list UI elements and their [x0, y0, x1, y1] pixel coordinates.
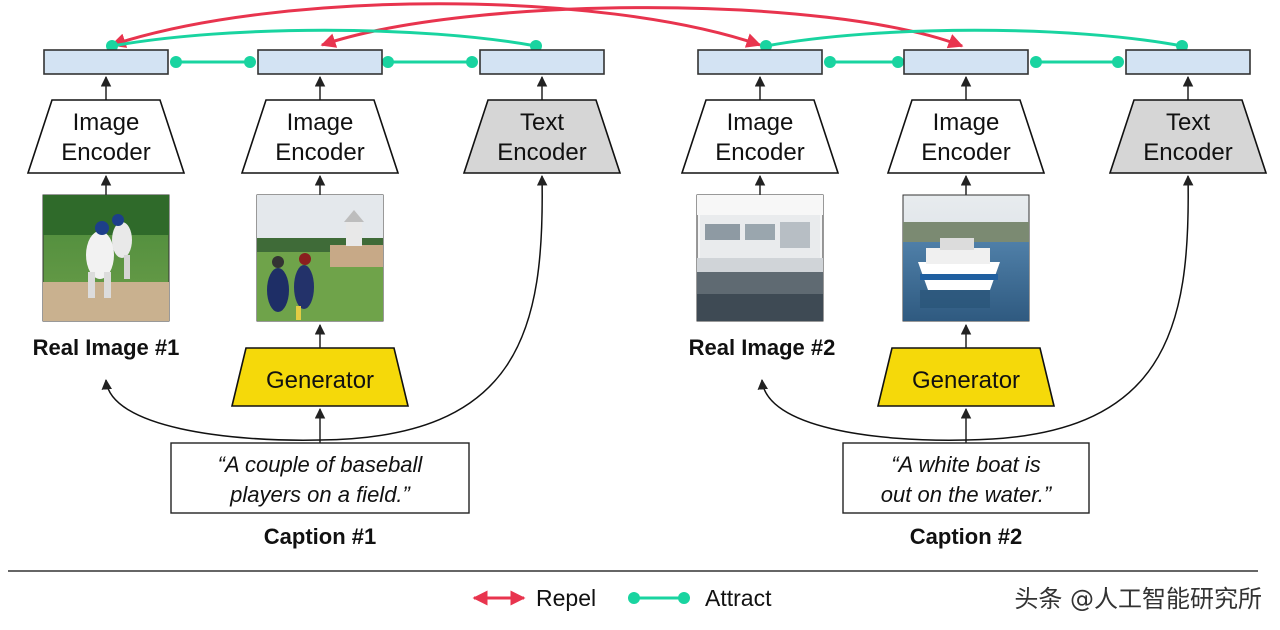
- encoder-output-arrows: [100, 75, 1194, 100]
- caption-2-box: “A white boat is out on the water.”: [842, 442, 1090, 514]
- encoder-label-line1: Text: [1166, 109, 1210, 136]
- attract-legend-icon: [628, 592, 690, 604]
- attract-arc-left: [111, 28, 537, 48]
- encoder-label-line1: Image: [73, 109, 140, 136]
- caption-1-line2: players on a field.”: [229, 482, 411, 507]
- generated-image-1-photo: [256, 194, 384, 322]
- caption-curves: [101, 174, 1194, 441]
- encoder-image-generated-1: Image Encoder: [240, 99, 400, 174]
- caption-2-line1: “A white boat is: [891, 452, 1041, 477]
- encoder-image-1: Image Encoder: [26, 99, 186, 174]
- embedding-generated-image-2: [903, 49, 1029, 75]
- generator-label: Generator: [912, 367, 1020, 394]
- generated-image-2-photo: [902, 194, 1030, 322]
- embedding-bars: [43, 49, 1251, 75]
- caption-1-line1: “A couple of baseball: [218, 452, 424, 477]
- caption-2-title: Caption #2: [910, 524, 1022, 549]
- caption-1-box: “A couple of baseball players on a field…: [170, 442, 470, 514]
- real-image-2-photo: [696, 194, 824, 322]
- embedding-generated-image-1: [257, 49, 383, 75]
- legend: Repel Attract: [472, 585, 772, 611]
- encoder-label-line2: Encoder: [921, 139, 1010, 166]
- encoder-label-line1: Image: [933, 109, 1000, 136]
- repel-arc-outer: [110, 2, 762, 48]
- encoder-label-line2: Encoder: [61, 139, 150, 166]
- real-image-1-label: Real Image #1: [33, 335, 180, 360]
- generator-label: Generator: [266, 367, 374, 394]
- generator-2: Generator: [876, 347, 1056, 407]
- encoder-text-1: Text Encoder: [462, 99, 622, 174]
- real-image-1-photo: [42, 194, 170, 322]
- encoder-label-line2: Encoder: [1143, 139, 1232, 166]
- embedding-caption-2: [1125, 49, 1251, 75]
- repel-legend-label: Repel: [536, 585, 596, 611]
- attract-links: [106, 28, 1188, 68]
- encoder-image-2: Image Encoder: [680, 99, 840, 174]
- encoder-image-generated-2: Image Encoder: [886, 99, 1046, 174]
- caption-2-line2: out on the water.”: [881, 482, 1053, 507]
- attract-arc-right: [765, 28, 1183, 48]
- encoder-label-line1: Image: [727, 109, 794, 136]
- encoder-label-line2: Encoder: [497, 139, 586, 166]
- image-input-arrows: [100, 174, 972, 195]
- attract-legend-label: Attract: [705, 585, 772, 611]
- repel-arc-inner: [320, 6, 964, 49]
- real-image-2-label: Real Image #2: [689, 335, 836, 360]
- embedding-real-image-2: [697, 49, 823, 75]
- encoder-label-line2: Encoder: [715, 139, 804, 166]
- encoder-label-line1: Image: [287, 109, 354, 136]
- embedding-caption-1: [479, 49, 605, 75]
- watermark: 头条 @人工智能研究所: [1014, 585, 1262, 613]
- repel-arcs: [110, 2, 964, 49]
- caption-1-title: Caption #1: [264, 524, 376, 549]
- encoder-label-line2: Encoder: [275, 139, 364, 166]
- embedding-real-image-1: [43, 49, 169, 75]
- encoder-label-line1: Text: [520, 109, 564, 136]
- encoder-text-2: Text Encoder: [1108, 99, 1268, 174]
- generator-1: Generator: [230, 347, 410, 407]
